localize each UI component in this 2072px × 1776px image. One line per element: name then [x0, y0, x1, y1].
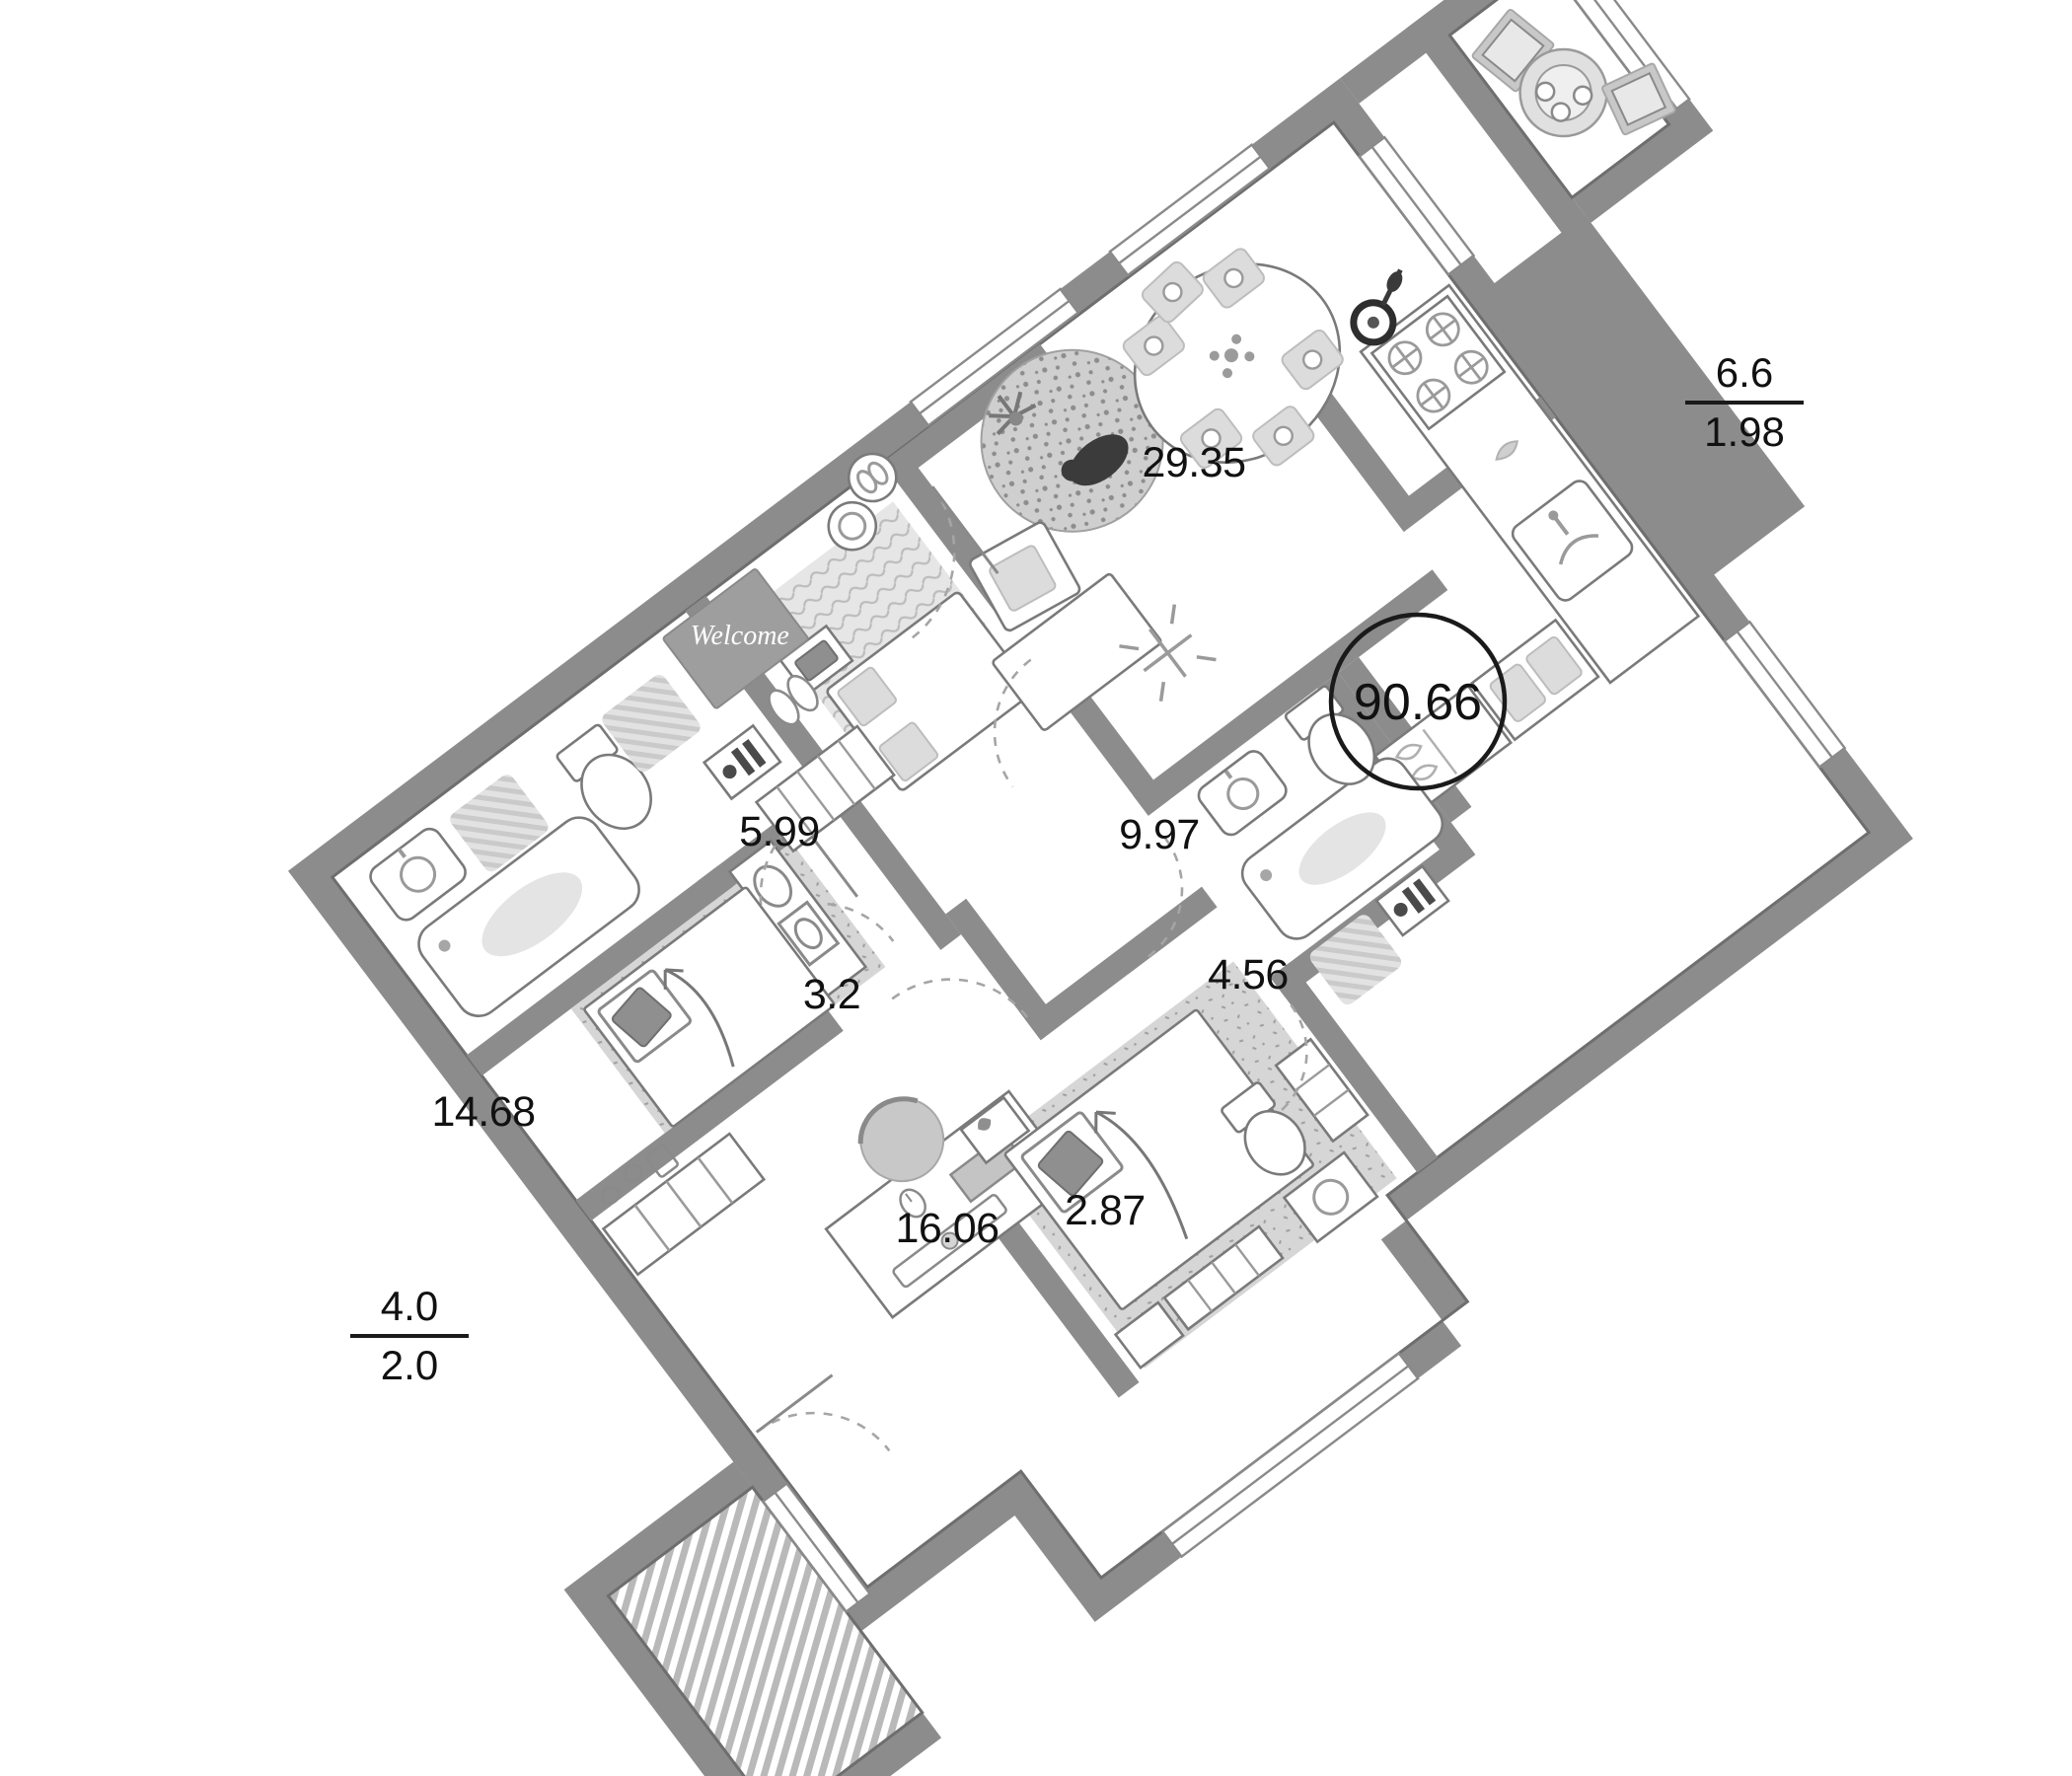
kitchen-counter — [1350, 268, 1701, 685]
balcony-gross-area: 6.6 — [1716, 349, 1773, 396]
sofa — [826, 591, 1034, 791]
washbasin — [369, 827, 467, 922]
double-bed — [583, 886, 836, 1128]
room-area-storage-wc: 2.87 — [1065, 1187, 1146, 1234]
balcony-gross-area: 4.0 — [381, 1283, 438, 1329]
room-area-bedroom-one: 14.68 — [431, 1088, 535, 1136]
balcony-bottom-left-label: 4.0 2.0 — [350, 1283, 469, 1388]
bedroom-two-fixtures — [959, 1008, 1314, 1369]
desk-chair — [857, 1096, 945, 1183]
plan-geometry: Welcome — [287, 0, 1913, 1776]
doormat: Welcome — [662, 568, 809, 709]
balcony-furniture — [1471, 8, 1676, 138]
labels-group: 29.35 9.97 5.99 3.2 4.56 14.68 16.06 2.8… — [350, 349, 1804, 1388]
laundry-icons — [827, 452, 898, 552]
room-area-bathroom-guest: 4.56 — [1208, 951, 1289, 999]
slippers-icon — [768, 674, 819, 726]
washing-machine — [1282, 1150, 1379, 1244]
cookware-icon — [1350, 268, 1403, 346]
armchair — [969, 521, 1081, 632]
double-bed — [1003, 1008, 1314, 1310]
washbasin — [1197, 750, 1288, 837]
bathtub — [1240, 757, 1444, 940]
bathroom-accessory — [1374, 864, 1450, 937]
doormat-label: Welcome — [691, 621, 789, 651]
wardrobe-unit — [601, 1132, 767, 1277]
patio-chair — [1601, 62, 1676, 136]
centerpiece-icon — [1209, 333, 1255, 379]
mouse-icon — [899, 1188, 926, 1219]
total-area-value: 90.66 — [1354, 674, 1482, 731]
storage-wc-fixtures — [1221, 1003, 1379, 1244]
room-area-bedroom-two: 16.06 — [895, 1205, 999, 1252]
plant-icon — [989, 391, 1037, 436]
balcony-net-area: 2.0 — [381, 1342, 438, 1388]
nightstand — [1113, 1300, 1185, 1369]
clothes-icons — [601, 1144, 679, 1205]
room-area-bathroom-main: 5.99 — [739, 808, 820, 855]
toilet — [555, 723, 652, 830]
balcony-net-area: 1.98 — [1704, 408, 1785, 455]
total-area-badge: 90.66 — [1328, 612, 1508, 791]
ceiling-light-icon — [1119, 604, 1217, 702]
bathroom-main-fixtures — [369, 675, 895, 1017]
living-room-furniture — [778, 248, 1701, 815]
patio-table — [1518, 47, 1608, 138]
kitchen-stove — [1369, 294, 1507, 431]
coffee-table — [992, 572, 1162, 731]
corridor-fixtures: Welcome — [662, 485, 1184, 958]
toilet — [1221, 1081, 1306, 1176]
room-area-living-kitchen: 29.35 — [1142, 439, 1245, 486]
room-area-hall-corridor: 9.97 — [1119, 811, 1200, 858]
wardrobe-cabinet — [727, 839, 868, 1000]
clothes-rack — [1162, 1224, 1285, 1332]
nightstand — [959, 1095, 1031, 1165]
kitchen-sink — [1511, 480, 1634, 602]
keyboard-icon — [892, 1194, 1007, 1289]
pet-icon — [1061, 434, 1129, 486]
shelving — [1274, 1037, 1369, 1144]
bathtub — [417, 816, 640, 1017]
wardrobe-fixtures — [727, 818, 1029, 1019]
total-area-circle — [1328, 612, 1508, 791]
balcony-top-right-label: 6.6 1.98 — [1685, 349, 1804, 455]
bathroom-accessory — [702, 723, 782, 801]
room-area-wardrobe: 3.2 — [803, 971, 860, 1018]
shoe-cabinet — [754, 724, 896, 853]
dining-set — [1122, 248, 1344, 470]
